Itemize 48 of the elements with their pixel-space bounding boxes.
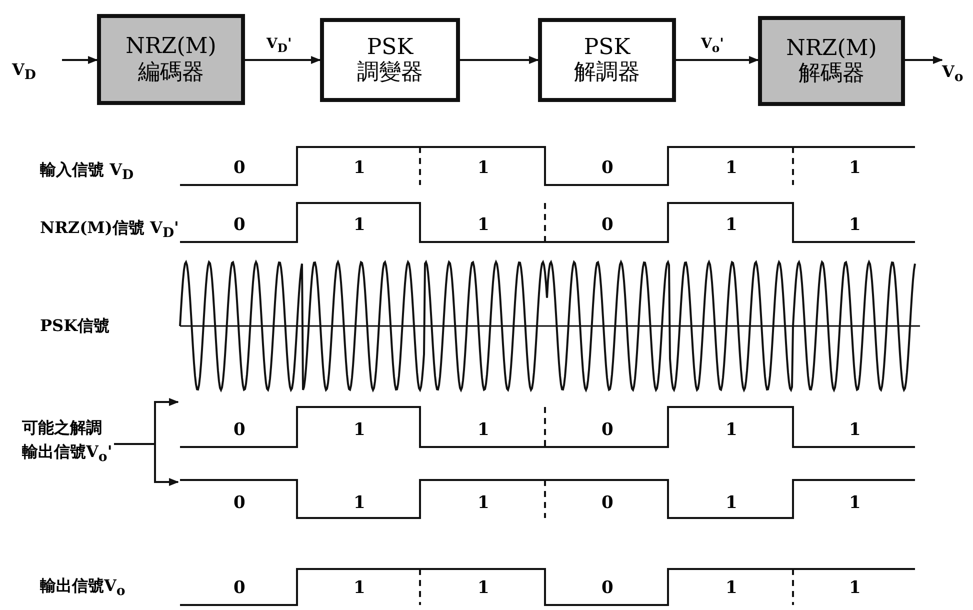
signal-label: NRZ(M)信號 V$_{D}$' bbox=[40, 218, 179, 242]
signal-label: PSK信號 bbox=[40, 316, 110, 337]
bit-value: 0 bbox=[234, 215, 246, 235]
bit-value: 1 bbox=[726, 158, 738, 178]
bit-value: 1 bbox=[726, 493, 738, 513]
bit-value: 1 bbox=[849, 215, 861, 235]
modem-block: PSK 解調器 bbox=[538, 18, 676, 102]
bit-value: 1 bbox=[849, 578, 861, 598]
bit-value: 0 bbox=[602, 420, 614, 440]
bit-value: 0 bbox=[602, 578, 614, 598]
bit-value: 0 bbox=[234, 493, 246, 513]
edge-label: V$_{o}$' bbox=[699, 36, 726, 55]
bit-value: 1 bbox=[478, 215, 490, 235]
bit-value: 1 bbox=[726, 578, 738, 598]
bit-value: 1 bbox=[478, 578, 490, 598]
codec-block: NRZ(M) 編碼器 bbox=[97, 14, 245, 105]
codec-block: NRZ(M) 解碼器 bbox=[758, 16, 905, 106]
bit-value: 1 bbox=[354, 493, 366, 513]
bit-value: 0 bbox=[602, 493, 614, 513]
signal-label: V$_{D}$ bbox=[12, 60, 62, 84]
bit-value: 1 bbox=[478, 420, 490, 440]
bit-value: 1 bbox=[354, 158, 366, 178]
signal-label: 可能之解調輸出信號V$_{o}$' bbox=[22, 416, 114, 470]
bit-value: 1 bbox=[726, 215, 738, 235]
arrow bbox=[460, 56, 539, 64]
bit-value: 1 bbox=[478, 493, 490, 513]
bit-value: 1 bbox=[849, 493, 861, 513]
bit-value: 1 bbox=[849, 158, 861, 178]
signal-label: 輸入信號 V$_{D}$ bbox=[40, 160, 134, 184]
bit-value: 1 bbox=[478, 158, 490, 178]
bit-value: 0 bbox=[234, 158, 246, 178]
bit-value: 1 bbox=[354, 578, 366, 598]
arrow bbox=[245, 56, 321, 64]
arrow bbox=[114, 443, 179, 486]
bit-value: 1 bbox=[849, 420, 861, 440]
bit-value: 1 bbox=[354, 215, 366, 235]
bit-value: 1 bbox=[354, 420, 366, 440]
arrow bbox=[676, 56, 759, 64]
bit-value: 0 bbox=[234, 420, 246, 440]
bit-value: 0 bbox=[602, 215, 614, 235]
signal-label: V$_{o}$ bbox=[942, 62, 972, 86]
arrow bbox=[62, 56, 98, 64]
bit-value: 0 bbox=[234, 578, 246, 598]
arrow bbox=[905, 56, 943, 64]
bit-value: 1 bbox=[726, 420, 738, 440]
bit-value: 0 bbox=[602, 158, 614, 178]
signal-label: 輸出信號V$_{o}$ bbox=[40, 576, 126, 600]
modem-block: PSK 調變器 bbox=[320, 18, 460, 102]
